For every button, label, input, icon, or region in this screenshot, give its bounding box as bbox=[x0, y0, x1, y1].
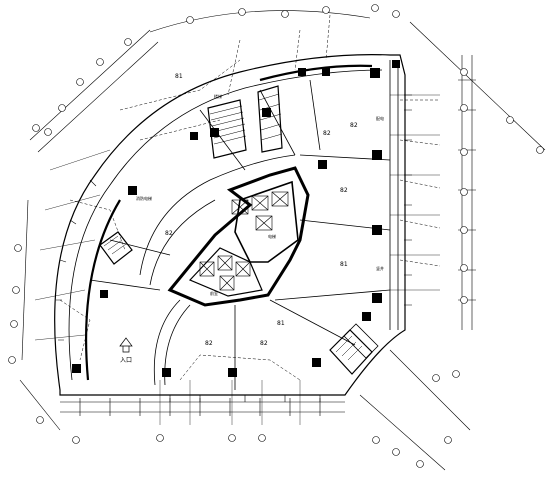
note: 楼梯 bbox=[214, 93, 222, 99]
room-label: 82 bbox=[260, 340, 268, 347]
room-label: 82 bbox=[340, 187, 348, 194]
note: 配电 bbox=[376, 115, 384, 121]
room-labels: 82 82 81 81 82 82 81 82 82 入口 bbox=[120, 73, 358, 364]
stairs bbox=[99, 85, 379, 375]
room-label: 81 bbox=[175, 73, 183, 80]
note: 电梯 bbox=[268, 233, 276, 239]
inner-core-zones bbox=[89, 79, 391, 390]
room-label: 81 bbox=[340, 261, 348, 268]
columns bbox=[72, 60, 400, 377]
room-label: 81 bbox=[277, 320, 285, 327]
small-notes: 消防电梯 电梯 前室 楼梯 配电 竖井 bbox=[136, 93, 384, 296]
note: 前室 bbox=[210, 290, 218, 296]
elevator-shafts bbox=[199, 191, 289, 291]
entrance-label: 入口 bbox=[120, 357, 132, 364]
room-label: 82 bbox=[205, 340, 213, 347]
central-core bbox=[167, 166, 310, 307]
entrance-arrow-icon bbox=[119, 337, 133, 353]
solid-leaders bbox=[34, 94, 440, 425]
window-ticks bbox=[56, 94, 412, 402]
grid-axis-bubbles bbox=[8, 4, 544, 468]
room-label: 82 bbox=[323, 130, 331, 137]
note: 消防电梯 bbox=[136, 195, 152, 201]
room-label: 82 bbox=[165, 230, 173, 237]
dimension-lines bbox=[19, 10, 546, 471]
annotation-leaders bbox=[59, 14, 441, 381]
note: 竖井 bbox=[376, 265, 384, 271]
room-label: 82 bbox=[350, 122, 358, 129]
